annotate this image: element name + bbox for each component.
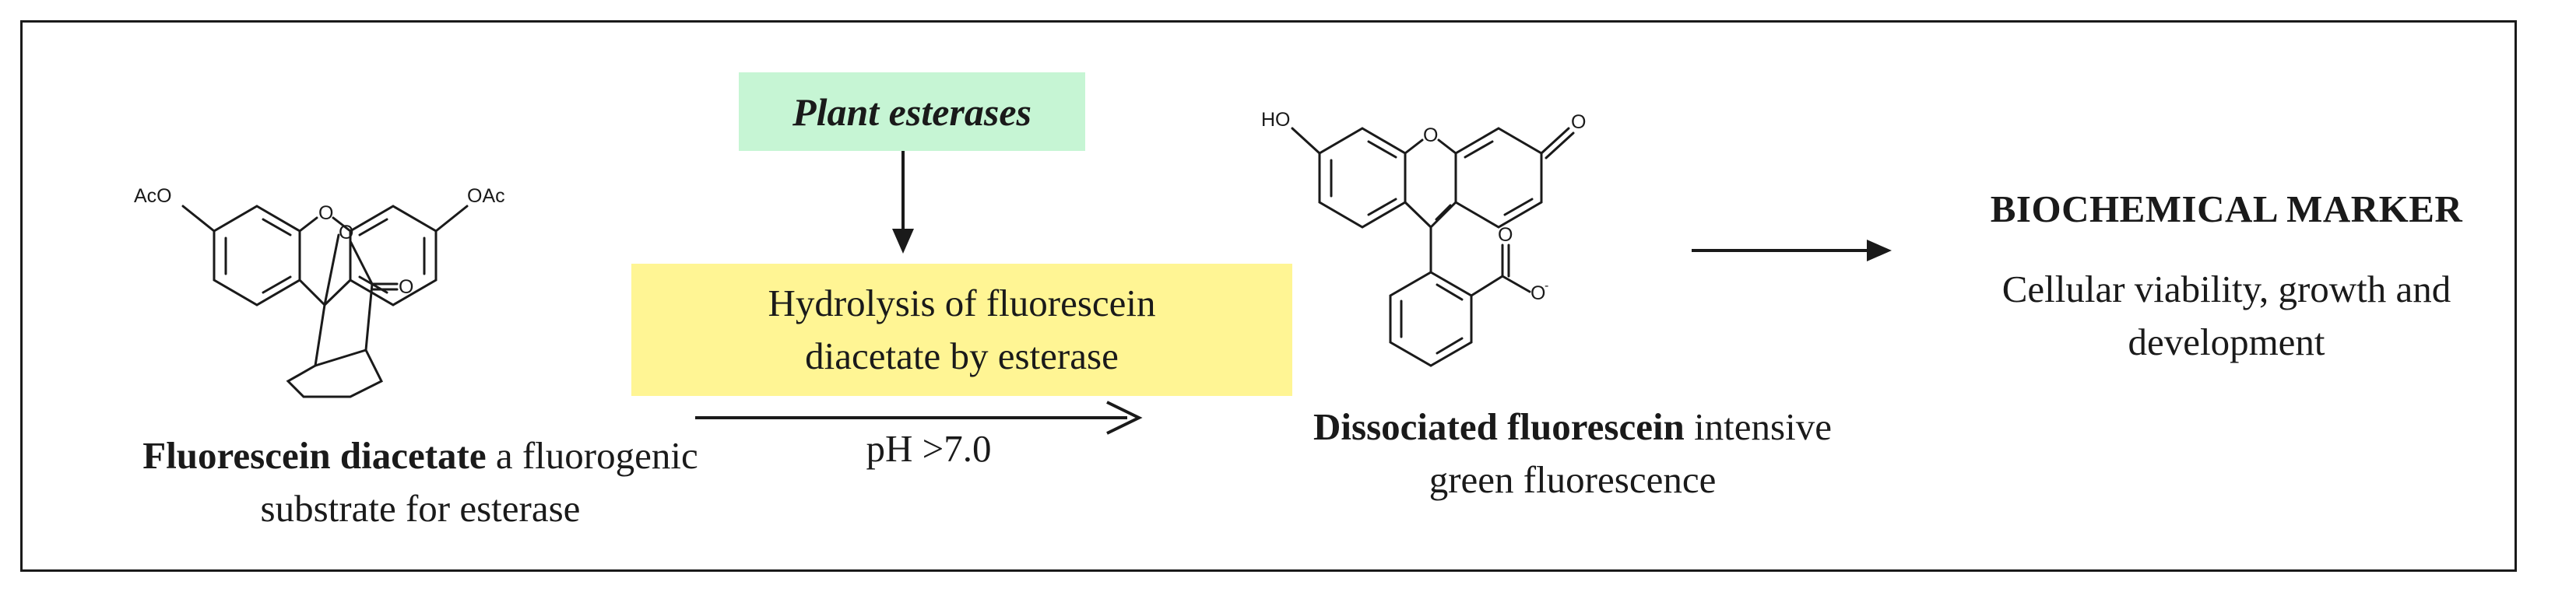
esterase-arrow-head xyxy=(892,229,914,254)
plant-esterases-label: Plant esterases xyxy=(792,89,1031,134)
plant-esterases-box: Plant esterases xyxy=(739,72,1085,151)
lactone-oxygen-label: O xyxy=(339,222,353,243)
reaction-arrow-head xyxy=(1106,401,1143,435)
marker-desc-line1: Cellular viability, growth and xyxy=(2001,268,2451,310)
biochemical-marker-description: Cellular viability, growth and developme… xyxy=(1907,263,2546,369)
carboxyl-oxygen-anion: O xyxy=(1530,282,1545,304)
biochemical-marker-title: BIOCHEMICAL MARKER xyxy=(1990,187,2463,230)
fluorescein-diacetate-structure: AcO OAc O O O xyxy=(125,86,607,398)
acetoxy-right-label: OAc xyxy=(467,185,505,207)
hydroxyl-label: HO xyxy=(1261,109,1291,131)
fluorescein-caption-bold: Dissociated fluorescein xyxy=(1313,405,1685,448)
carbonyl-oxygen-label: O xyxy=(399,276,413,298)
ring-oxygen-label: O xyxy=(1423,124,1438,146)
fda-caption-rest: a fluorogenic xyxy=(486,434,698,477)
marker-desc-line2: development xyxy=(2128,321,2325,363)
carboxyl-oxygen-top: O xyxy=(1498,224,1513,246)
fluorescein-caption-rest: intensive xyxy=(1684,405,1832,448)
hydrolysis-box: Hydrolysis of fluorescein diacetate by e… xyxy=(631,264,1292,396)
keto-oxygen-label: O xyxy=(1571,111,1586,133)
fluorescein-caption: Dissociated fluorescein intensive green … xyxy=(1246,401,1899,506)
acetoxy-left-label: AcO xyxy=(134,185,172,207)
fda-caption-line2: substrate for esterase xyxy=(260,487,581,530)
negative-charge: - xyxy=(1545,279,1548,292)
fluorescein-caption-line2: green fluorescence xyxy=(1429,458,1717,501)
fluorescein-structure: HO O O O O - xyxy=(1261,86,1744,397)
hydrolysis-line2: diacetate by esterase xyxy=(805,335,1119,377)
ring-oxygen-label: O xyxy=(318,202,333,224)
hydrolysis-line1: Hydrolysis of fluorescein xyxy=(768,282,1156,324)
marker-arrow-head xyxy=(1867,240,1892,261)
ph-condition-label: pH >7.0 xyxy=(866,427,992,470)
fda-caption-bold: Fluorescein diacetate xyxy=(142,434,487,477)
fda-caption: Fluorescein diacetate a fluorogenic subs… xyxy=(86,429,755,535)
